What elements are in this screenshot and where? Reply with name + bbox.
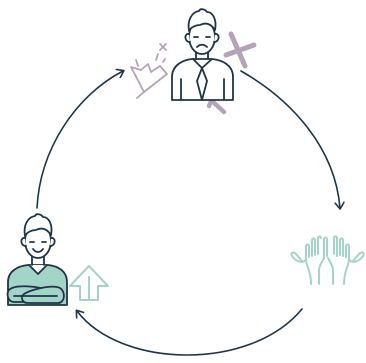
arrow-sad-to-hands [240, 70, 340, 208]
up-arrow-icon [69, 265, 109, 301]
arrow-confident-to-sad [36, 71, 123, 209]
arrow-hands-to-confident [77, 308, 303, 356]
open-hands-icon [290, 235, 365, 285]
node-confident-man [6, 213, 109, 306]
node-sad-man [130, 8, 257, 115]
confident-man-icon [6, 213, 68, 306]
node-open-hands [290, 235, 365, 285]
sad-man-icon [171, 8, 234, 101]
cycle-arrows [36, 70, 340, 356]
broken-glass-icon [130, 43, 168, 99]
